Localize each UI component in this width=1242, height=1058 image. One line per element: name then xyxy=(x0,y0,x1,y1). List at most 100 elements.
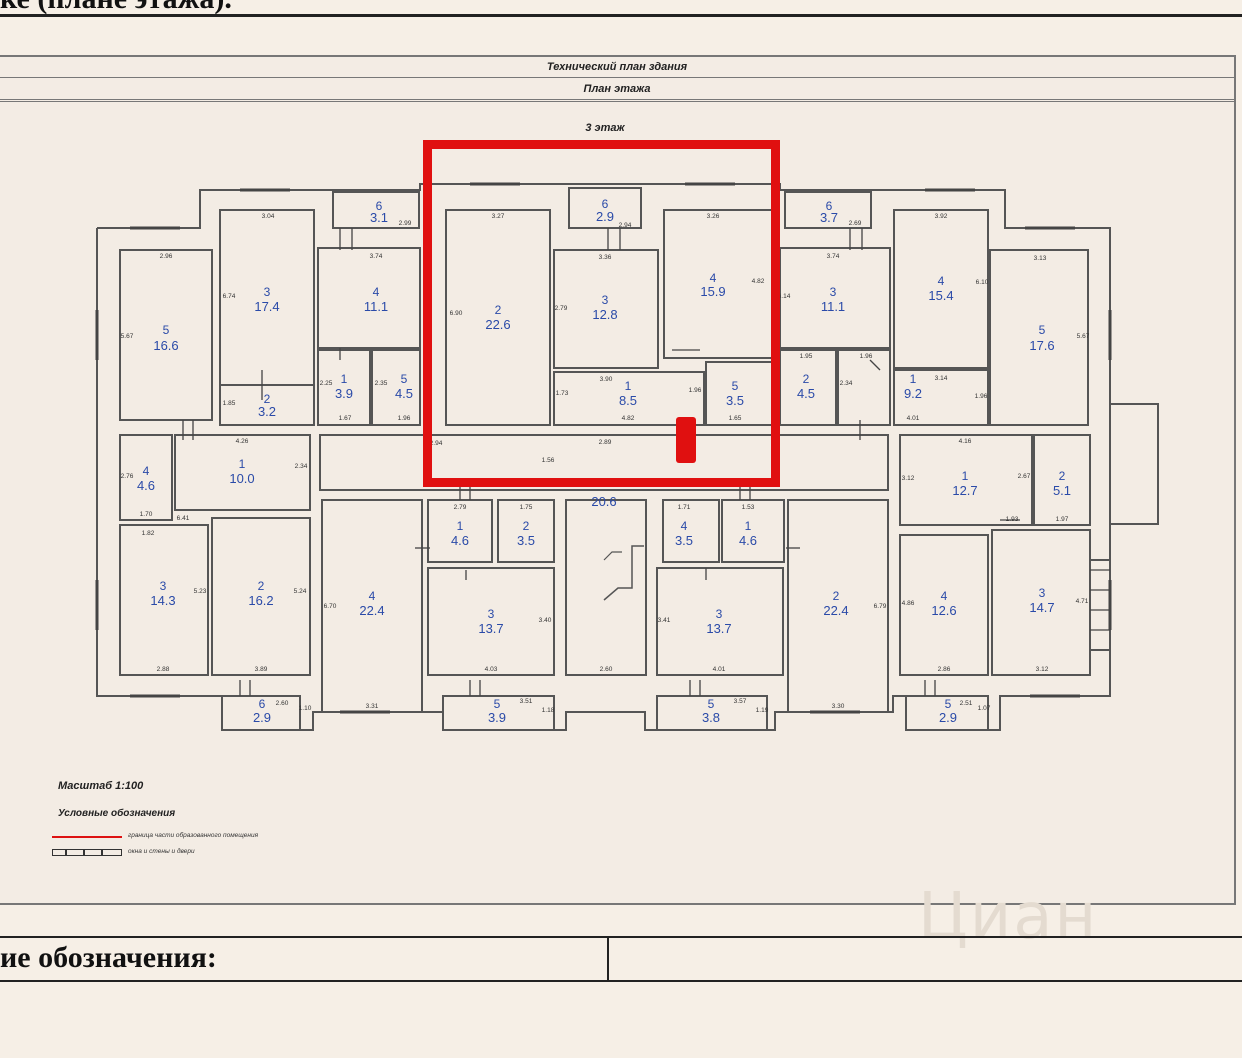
dimension-label: 3.51 xyxy=(520,698,533,705)
dimension-label: 1.56 xyxy=(542,457,555,464)
dimension-label: 4.16 xyxy=(959,438,972,445)
top-rule xyxy=(0,14,1242,17)
room-area: 17.4 xyxy=(254,299,279,314)
dimension-label: 3.40 xyxy=(539,617,552,624)
dimension-label: 2.69 xyxy=(849,220,862,227)
room-area: 3.2 xyxy=(258,404,276,419)
dimension-label: 2.76 xyxy=(121,473,134,480)
room-number: 2 xyxy=(523,519,530,533)
room-number: 6 xyxy=(826,199,833,213)
room-area: 5.1 xyxy=(1053,483,1071,498)
dimension-label: 1.67 xyxy=(339,415,352,422)
room-number: 6 xyxy=(376,199,383,213)
dimension-label: 2.94 xyxy=(430,440,443,447)
room-number: 3 xyxy=(602,293,609,307)
watermark: Циан xyxy=(918,880,1099,954)
dimension-label: 3.14 xyxy=(935,375,948,382)
room-number: 3 xyxy=(1039,586,1046,600)
dimension-label: 3.36 xyxy=(599,254,612,261)
dimension-label: 1.71 xyxy=(678,504,691,511)
dimension-label: 1.65 xyxy=(729,415,742,422)
walls xyxy=(96,183,1159,731)
room-number: 2 xyxy=(264,392,271,406)
table-divider xyxy=(607,938,609,980)
dimension-label: 2.88 xyxy=(157,666,170,673)
dimension-labels: 3.04 2.99 3.74 3.27 2.94 3.36 3.26 2.69 … xyxy=(121,213,1090,714)
sheet-subtitle: План этажа xyxy=(0,79,1234,100)
legend-boundary-line xyxy=(52,836,122,838)
room-area: 3.5 xyxy=(517,533,535,548)
room-number: 4 xyxy=(938,274,945,288)
dimension-label: 4.01 xyxy=(713,666,726,673)
room-number: 4 xyxy=(369,589,376,603)
room-number: 3 xyxy=(160,579,167,593)
room-number: 2 xyxy=(258,579,265,593)
dimension-label: 3.41 xyxy=(658,617,671,624)
dimension-label: 3.26 xyxy=(707,213,720,220)
room-number: 1 xyxy=(910,372,917,386)
room-number: 1 xyxy=(341,372,348,386)
dimension-label: 2.35 xyxy=(375,380,388,387)
dimension-label: 3.04 xyxy=(262,213,275,220)
room-number: 3 xyxy=(716,607,723,621)
dimension-label: 4.82 xyxy=(622,415,635,422)
legend-wall-symbol xyxy=(52,849,122,856)
dimension-label: 1.96 xyxy=(975,393,988,400)
dimension-label: 3.74 xyxy=(370,253,383,260)
dimension-label: 3.13 xyxy=(1034,255,1047,262)
room-number: 1 xyxy=(239,457,246,471)
room-area: 16.2 xyxy=(248,593,273,608)
dimension-label: 3.74 xyxy=(827,253,840,260)
room-number: 1 xyxy=(457,519,464,533)
scale-label: Масштаб 1:100 xyxy=(58,780,144,792)
room-area: 11.1 xyxy=(364,299,388,314)
dimension-label: 6.10 xyxy=(976,279,989,286)
room-area: 4.6 xyxy=(451,533,469,548)
dimension-label: 1.18 xyxy=(542,707,555,714)
dimension-label: 6.79 xyxy=(874,603,887,610)
dimension-label: 2.34 xyxy=(295,463,308,470)
room-area: 3.5 xyxy=(726,393,744,408)
top-heading: ке (плане этажа). xyxy=(0,0,232,16)
room-area: 2.9 xyxy=(253,710,271,725)
legend-item-walls: окна и стены и двери xyxy=(128,848,195,855)
dimension-label: 2.79 xyxy=(555,305,568,312)
room-number: 2 xyxy=(495,303,502,317)
room-area: 3.9 xyxy=(488,710,506,725)
room-number: 5 xyxy=(401,372,408,386)
room-area: 3.8 xyxy=(702,710,720,725)
room-number: 4 xyxy=(941,589,948,603)
dimension-label: 3.90 xyxy=(600,376,613,383)
dimension-label: 3.30 xyxy=(832,703,845,710)
room-number: 4 xyxy=(143,464,150,478)
room-area: 9.2 xyxy=(904,386,922,401)
room-area: 22.4 xyxy=(359,603,384,618)
room-area: 8.5 xyxy=(619,393,637,408)
dimension-label: 2.79 xyxy=(454,504,467,511)
dimension-label: 2.25 xyxy=(320,380,333,387)
dimension-label: 2.34 xyxy=(840,380,853,387)
dimension-label: 1.53 xyxy=(742,504,755,511)
room-number: 2 xyxy=(803,372,810,386)
dimension-label: 3.57 xyxy=(734,698,747,705)
dimension-label: 4.86 xyxy=(902,600,915,607)
dimension-label: 4.03 xyxy=(485,666,498,673)
room-area: 2.9 xyxy=(596,209,614,224)
room-area: 3.9 xyxy=(335,386,353,401)
room-area: 15.4 xyxy=(928,288,953,303)
dimension-label: 1.97 xyxy=(1056,516,1069,523)
room-area: 10.0 xyxy=(229,471,254,486)
room-area: 12.7 xyxy=(952,483,977,498)
room-area: 3.7 xyxy=(820,210,838,225)
room-area: 4.5 xyxy=(797,386,815,401)
dimension-label: 3.12 xyxy=(902,475,915,482)
room-area: 4.6 xyxy=(137,478,155,493)
dimension-label: 5.24 xyxy=(294,588,307,595)
dimension-label: 6.41 xyxy=(177,515,190,522)
room-area: 12.8 xyxy=(592,307,617,322)
room-number: 6 xyxy=(602,197,609,211)
room-number: 4 xyxy=(681,519,688,533)
dimension-label: 4.82 xyxy=(752,278,765,285)
dimension-label: 1.96 xyxy=(860,353,873,360)
